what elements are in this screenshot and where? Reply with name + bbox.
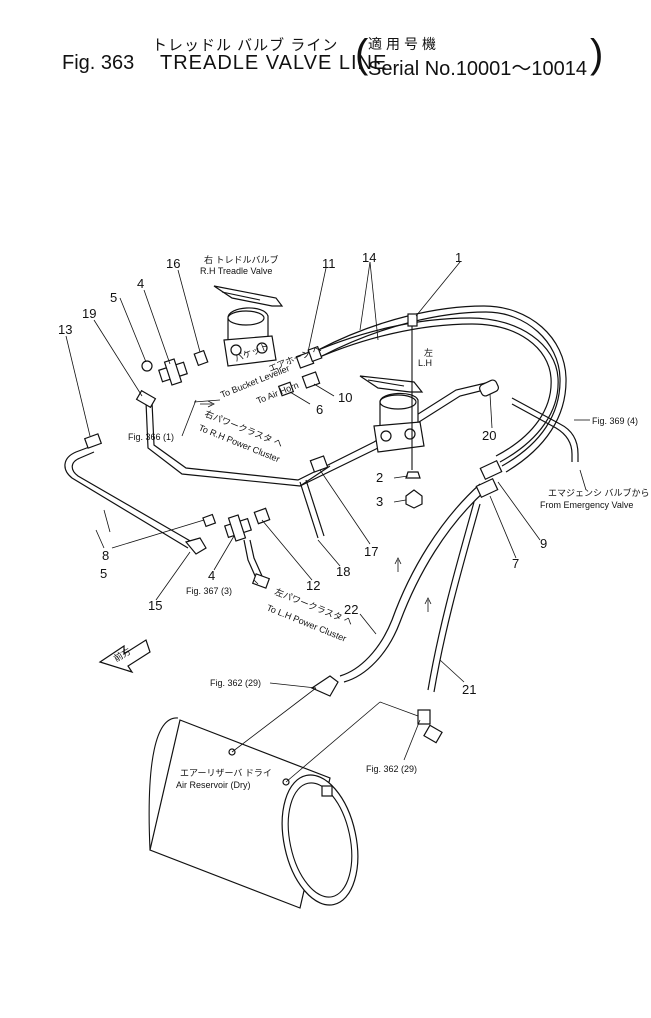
- part-number-4-lower: 4: [208, 568, 215, 583]
- ref-fig-366: Fig. 366 (1): [128, 432, 174, 442]
- fitting-13: [83, 433, 103, 449]
- part-number-6: 6: [316, 402, 323, 417]
- fitting-tee-4b: [223, 514, 253, 542]
- nut-3: [405, 489, 423, 509]
- pipe-14a: [299, 317, 559, 463]
- part-number-22: 22: [344, 602, 358, 617]
- emergency-valve-label-jp: エマジェンシ バルブから: [548, 487, 650, 498]
- fitting-12: [253, 507, 271, 525]
- ref-fig-362-right: Fig. 362 (29): [366, 764, 417, 774]
- lh-treadle-valve: [359, 313, 425, 470]
- title-japanese: トレッドル バルブ ライン: [152, 37, 339, 54]
- rh-treadle-valve: [213, 285, 284, 367]
- part-number-2: 2: [376, 470, 383, 485]
- air-reservoir-tank: [148, 687, 419, 909]
- lh-valve-label-jp: 左: [424, 347, 433, 358]
- part-number-19: 19: [82, 306, 96, 321]
- pipe-21: [427, 501, 481, 693]
- pipe-17: [299, 465, 331, 487]
- serial-range: Serial No.10001～10014: [368, 58, 588, 80]
- part-number-16: 16: [166, 256, 180, 271]
- pipe-14b: [317, 305, 567, 473]
- fitting-5a: [141, 360, 153, 372]
- part-number-8: 8: [102, 548, 109, 563]
- rh-valve-label-jp: 右 トレドルバルブ: [204, 254, 279, 265]
- part-number-7: 7: [512, 556, 519, 571]
- part-number-12: 12: [306, 578, 320, 593]
- pipe-22: [339, 483, 487, 683]
- flow-arrow-bucket-icon: [200, 400, 215, 408]
- ref-fig-367: Fig. 367 (3): [186, 586, 232, 596]
- flow-arrow-21-icon: [424, 597, 432, 612]
- flow-arrow-22-icon: [394, 557, 402, 572]
- pipe-18: [299, 479, 325, 539]
- pipe-lh-cluster: [243, 539, 263, 579]
- part-number-13: 13: [58, 322, 72, 337]
- part-number-15: 15: [148, 598, 162, 613]
- fitting-6: [277, 381, 295, 397]
- part-number-17: 17: [364, 544, 378, 559]
- ref-fig-369: Fig. 369 (4): [592, 416, 638, 426]
- part-number-4-upper: 4: [137, 276, 144, 291]
- part-number-5-lower: 5: [100, 566, 107, 581]
- rh-valve-label: R.H Treadle Valve: [200, 266, 272, 276]
- part-number-3: 3: [376, 494, 383, 509]
- reservoir-label: Air Reservoir (Dry): [176, 780, 251, 790]
- fitting-11: [295, 345, 323, 369]
- fitting-9: [475, 459, 503, 499]
- lh-valve-label: L.H: [418, 358, 432, 368]
- part-number-18: 18: [336, 564, 350, 579]
- part-number-20: 20: [482, 428, 496, 443]
- fitting-16: [193, 349, 209, 367]
- leader-lines: [65, 261, 590, 761]
- fitting-reservoir-left: [310, 675, 339, 697]
- fitting-20: [479, 379, 499, 397]
- part-number-10: 10: [338, 390, 352, 405]
- fitting-5b: [202, 513, 217, 528]
- bracket-open: (: [355, 32, 369, 76]
- part-number-21: 21: [462, 682, 476, 697]
- fitting-10: [301, 371, 321, 389]
- figure-number: Fig. 363: [62, 52, 135, 74]
- fitting-17: [309, 455, 329, 473]
- emergency-valve-label: From Emergency Valve: [540, 500, 633, 510]
- pipe-emergency: [511, 397, 579, 462]
- pipe-8: [64, 445, 193, 549]
- applicable-model-japanese: 適用号機: [368, 36, 440, 52]
- fitting-tee-4a: [158, 358, 188, 386]
- reservoir-label-jp: エアーリザーバ ドライ: [180, 768, 272, 778]
- nut-2: [405, 471, 421, 479]
- fitting-15: [184, 537, 207, 555]
- part-number-14: 14: [362, 250, 376, 265]
- fitting-lh-cluster: [251, 573, 271, 589]
- bracket-close: ): [590, 32, 604, 76]
- part-number-5-upper: 5: [110, 290, 117, 305]
- page-title: TREADLE VALVE LINE: [160, 52, 388, 74]
- ref-fig-362-left: Fig. 362 (29): [210, 678, 261, 688]
- part-number-11: 11: [322, 256, 336, 271]
- fitting-reservoir-right: [417, 709, 443, 744]
- part-number-1: 1: [455, 250, 462, 265]
- front-arrow-icon: [98, 639, 151, 674]
- part-number-9: 9: [540, 536, 547, 551]
